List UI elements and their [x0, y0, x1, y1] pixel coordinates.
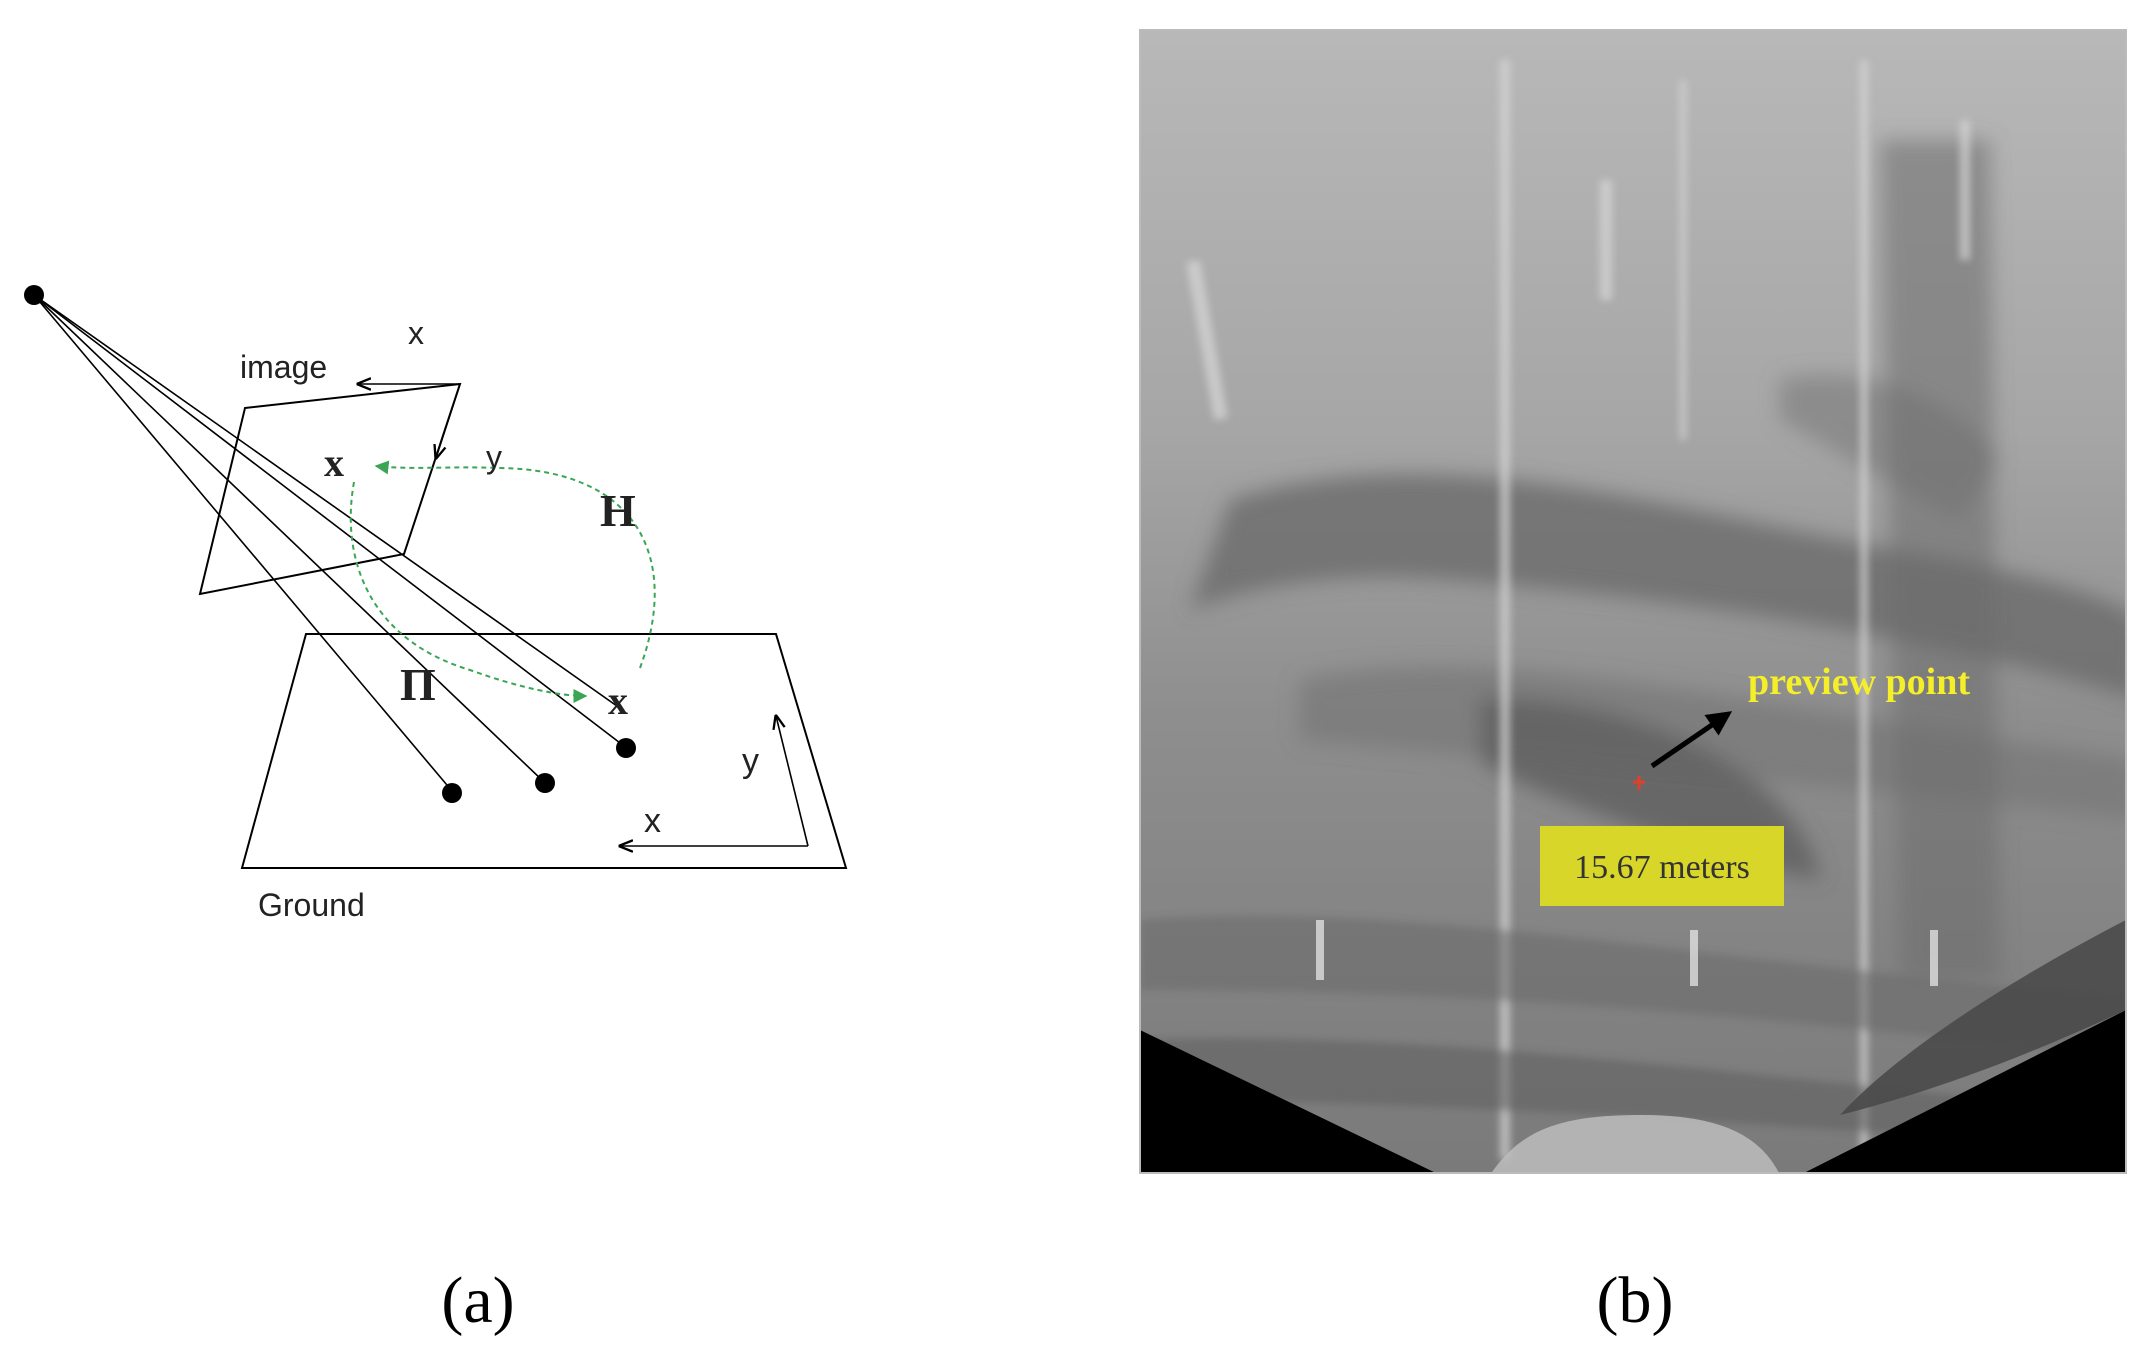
ground-dot-1 [442, 783, 462, 803]
image-point-label: x [324, 440, 344, 485]
panel-b-photo [1140, 30, 2126, 1173]
preview-arrow [1650, 711, 1733, 769]
lane-markings [1316, 920, 1938, 986]
ground-plane-label: Ground [258, 887, 365, 923]
caption-b: (b) [1597, 1264, 1674, 1337]
homography-arrow-to-image [374, 460, 656, 669]
vehicle-mirror [1840, 920, 2126, 1115]
ground-point-label: x [608, 678, 628, 723]
camera-center-dot [24, 285, 44, 305]
preview-marker [1633, 776, 1645, 790]
image-plane-label: image [240, 349, 327, 385]
homography-arrow-to-ground [349, 481, 588, 703]
vehicle-hood [1491, 1115, 1779, 1173]
preview-point-label: preview point [1748, 661, 1970, 703]
ground-y-axis-arrow [776, 716, 809, 847]
black-corner-right [1803, 1010, 2126, 1173]
image-axis-x-label: x [408, 315, 424, 351]
ground-plane [240, 633, 848, 869]
ground-dot-2 [535, 773, 555, 793]
image-axis-y-label: y [486, 439, 502, 475]
caption-a: (a) [441, 1264, 514, 1337]
projection-rays [33, 294, 625, 792]
ground-dot-3 [616, 738, 636, 758]
homography-label: H [600, 485, 636, 536]
light-streaks [1186, 60, 1970, 1160]
ground-plane-symbol: Π [400, 659, 436, 710]
distance-label-box: 15.67 meters [1540, 826, 1784, 906]
photo-border [1139, 29, 2127, 1174]
homography-arrows [349, 460, 656, 703]
image-plane [198, 382, 462, 596]
ground-texture [1140, 916, 2126, 1140]
image-y-axis-arrow [436, 383, 461, 458]
panel-a-diagram [33, 294, 848, 869]
ground-axis-y-label: y [742, 742, 759, 780]
distance-label: 15.67 meters [1574, 849, 1750, 886]
ground-axis-x-label: x [644, 802, 661, 840]
black-corner-left [1140, 1030, 1436, 1173]
panel-a-points [24, 285, 636, 803]
